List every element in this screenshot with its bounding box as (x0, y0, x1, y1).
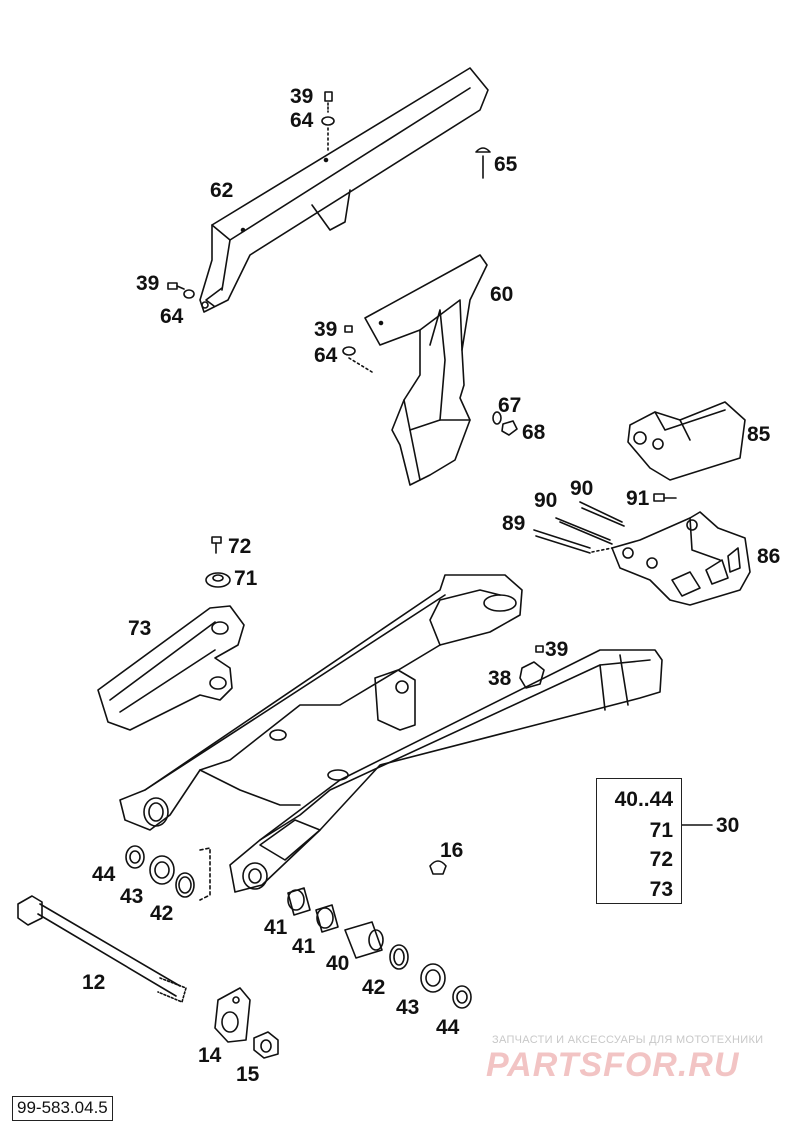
part-label-43: 43 (120, 885, 144, 908)
bolt-39-mid (342, 325, 373, 373)
bolt-39-top (321, 91, 335, 151)
part-label-90: 90 (534, 489, 558, 512)
part-label-39: 39 (545, 638, 569, 661)
part-label-64: 64 (290, 109, 314, 132)
kit-line: 72 (649, 848, 673, 871)
part-label-42: 42 (362, 976, 386, 999)
part-label-38: 38 (488, 667, 512, 690)
part-label-15: 15 (236, 1063, 260, 1086)
bolt-65 (475, 147, 491, 179)
part-label-39: 39 (290, 85, 314, 108)
chain-slider-73 (97, 605, 245, 731)
bolt-39-swingarm (519, 645, 545, 689)
part-label-12: 12 (82, 971, 106, 994)
chain-guide-62-part (199, 67, 489, 313)
part-label-72: 72 (228, 535, 252, 558)
nut-15 (253, 1031, 279, 1059)
watermark-caption: ЗАПЧАСТИ И АКСЕССУАРЫ ДЛЯ МОТОТЕХНИКИ (492, 1034, 764, 1046)
part-label-86: 86 (757, 545, 781, 568)
bolt-39-left (167, 282, 195, 299)
part-label-39: 39 (136, 272, 160, 295)
part-label-64: 64 (160, 305, 184, 328)
swingarm-30 (119, 574, 663, 893)
drawing-number: 99-583.04.5 (12, 1096, 113, 1121)
part-label-44: 44 (436, 1016, 460, 1039)
part-label-90: 90 (570, 477, 594, 500)
watermark-brand: PARTSFOR.RU (486, 1046, 740, 1084)
part-label-44: 44 (92, 863, 116, 886)
bolt-72 (211, 536, 222, 554)
part-label-41: 41 (264, 916, 288, 939)
part-label-41: 41 (292, 935, 316, 958)
part-label-91: 91 (626, 487, 650, 510)
part-label-16: 16 (440, 839, 464, 862)
kit-line: 71 (649, 819, 673, 842)
part-label-89: 89 (502, 512, 526, 535)
part-label-14: 14 (198, 1044, 222, 1067)
chain-guard-60-part (364, 254, 488, 486)
part-label-42: 42 (150, 902, 174, 925)
part-label-65: 65 (494, 153, 518, 176)
kit-contents-box: 40..44 71 72 73 (596, 778, 682, 904)
chain-guide-block-85 (627, 401, 746, 481)
screws-89-90-91 (533, 493, 677, 554)
plug-16 (429, 860, 447, 875)
washer-71 (205, 572, 231, 588)
kit-line: 73 (649, 878, 673, 901)
part-label-64: 64 (314, 344, 338, 367)
part-label-60: 60 (490, 283, 514, 306)
part-label-85: 85 (747, 423, 771, 446)
part-label-43: 43 (396, 996, 420, 1019)
chain-adjuster-14 (214, 987, 251, 1043)
part-label-40: 40 (326, 952, 350, 975)
part-label-67: 67 (498, 394, 522, 417)
bearing-set-left (125, 845, 211, 901)
bearing-set-right (287, 887, 472, 1009)
part-label-71: 71 (234, 567, 258, 590)
washer-nut-67-68 (492, 411, 518, 436)
part-label-62: 62 (210, 179, 234, 202)
kit-line: 40..44 (614, 788, 673, 811)
part-label-39: 39 (314, 318, 338, 341)
part-label-30: 30 (716, 814, 740, 837)
part-label-68: 68 (522, 421, 546, 444)
chain-guide-bracket-86 (611, 511, 751, 606)
part-label-73: 73 (128, 617, 152, 640)
pivot-bolt-12 (17, 895, 187, 1003)
